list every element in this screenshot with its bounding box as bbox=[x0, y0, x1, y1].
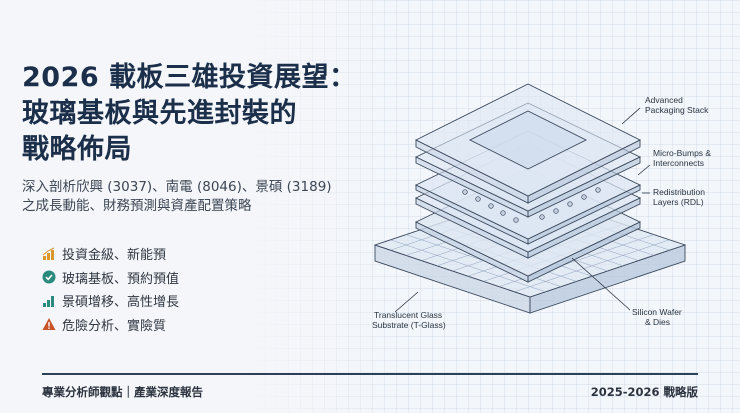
top-die-outline bbox=[468, 110, 588, 170]
micro-bump bbox=[462, 189, 468, 195]
subtitle-line: 之成長動能、財務預測與資產配置策略 bbox=[22, 198, 252, 214]
substrate-grid-line bbox=[514, 239, 670, 293]
micro-bump bbox=[513, 217, 519, 223]
micro-bump bbox=[553, 208, 559, 214]
leader-wafer bbox=[571, 257, 631, 311]
label-stack-2: Packaging Stack bbox=[645, 105, 709, 115]
label-glass-1: Translucent Glass bbox=[374, 310, 442, 320]
check-circle-icon bbox=[42, 270, 56, 284]
bullet-text: 危險分析、實險質 bbox=[62, 318, 167, 334]
micro-bump bbox=[475, 196, 481, 202]
micro-bump bbox=[567, 201, 573, 207]
micro-bump bbox=[500, 210, 506, 216]
micro-bump bbox=[581, 194, 587, 200]
label-rdl-2: Layers (RDL) bbox=[653, 197, 704, 207]
micro-bump bbox=[539, 214, 545, 220]
label-wafer-1: Silicon Wafer bbox=[632, 307, 682, 317]
bullet-item: 投資金級、新能預 bbox=[42, 242, 179, 266]
subtitle-line: 深入剖析欣興 (3037)、南電 (8046)、景碩 (3189) bbox=[22, 179, 332, 195]
label-stack-1: Advanced bbox=[645, 95, 683, 105]
bullet-text: 玻璃基板、預約預值 bbox=[62, 271, 180, 287]
bullet-item: 危險分析、實險質 bbox=[42, 313, 179, 337]
footer-divider bbox=[42, 373, 698, 375]
leader-bumps bbox=[637, 164, 651, 176]
subtitle: 深入剖析欣興 (3037)、南電 (8046)、景碩 (3189) 之成長動能、… bbox=[22, 178, 332, 216]
page-title: 2026 載板三雄投資展望： 玻璃基板與先進封裝的 戰略佈局 bbox=[22, 60, 357, 168]
label-bumps-2: Interconnects bbox=[653, 158, 704, 168]
label-glass-2: Substrate (T-Glass) bbox=[372, 320, 446, 330]
bullet-text: 投資金級、新能預 bbox=[62, 248, 167, 264]
title-line: 2026 載板三雄投資展望： bbox=[22, 62, 357, 93]
leader-lines bbox=[394, 107, 651, 313]
signal-bars-icon bbox=[42, 294, 56, 308]
title-line: 玻璃基板與先進封裝的 bbox=[22, 98, 297, 129]
micro-bump bbox=[488, 203, 494, 209]
diagram-labels: Advanced Packaging Stack Micro-Bumps & I… bbox=[372, 95, 711, 330]
title-line: 戰略佈局 bbox=[22, 134, 132, 165]
label-rdl-1: Redistribution bbox=[653, 187, 705, 197]
bullet-text: 景碩增移、高性增長 bbox=[62, 295, 180, 311]
label-wafer-2: & Dies bbox=[645, 317, 670, 327]
key-points: 投資金級、新能預 玻璃基板、預約預值 景碩增移、高性增長 危險分析、實險質 bbox=[42, 242, 179, 336]
bullet-item: 景碩增移、高性增長 bbox=[42, 289, 179, 313]
footer-left: 專業分析師觀點｜產業深度報告 bbox=[42, 385, 203, 399]
warning-icon bbox=[42, 317, 56, 331]
label-bumps-1: Micro-Bumps & bbox=[653, 148, 711, 158]
footer-right: 2025-2026 戰略版 bbox=[590, 385, 698, 399]
leader-glass bbox=[394, 291, 419, 313]
bullet-item: 玻璃基板、預約預值 bbox=[42, 266, 179, 290]
bar-chart-icon bbox=[42, 247, 56, 261]
micro-bump bbox=[595, 187, 601, 193]
leader-stack bbox=[621, 107, 641, 125]
left-background bbox=[0, 0, 400, 413]
